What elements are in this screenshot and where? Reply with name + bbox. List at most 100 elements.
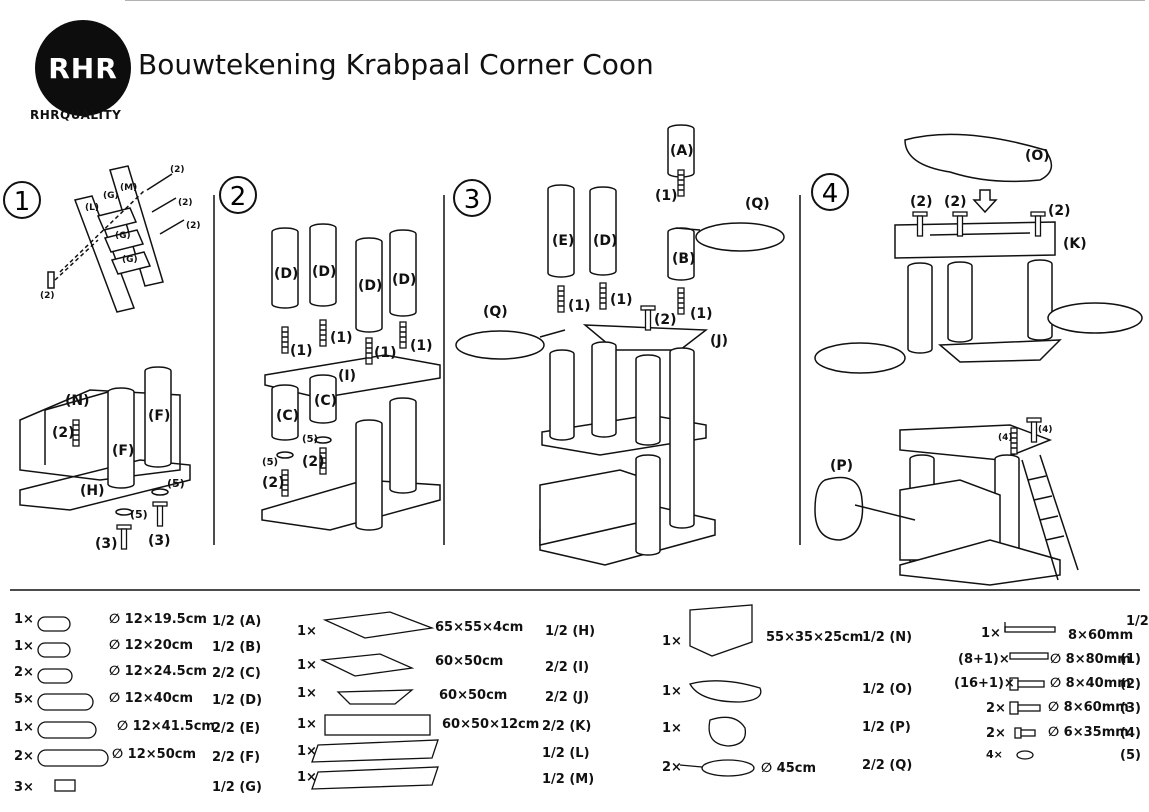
part-ref: 2/2 (E) xyxy=(212,721,261,736)
qty: 2× xyxy=(986,726,1006,741)
qty: 3× xyxy=(14,780,34,795)
svg-text:(D): (D) xyxy=(358,278,382,294)
svg-text:(L): (L) xyxy=(85,203,99,213)
svg-text:(2): (2) xyxy=(302,454,325,470)
svg-text:3: 3 xyxy=(464,185,481,215)
svg-text:(5): (5) xyxy=(262,457,278,468)
svg-text:(C): (C) xyxy=(314,393,337,409)
hardware-fraction: 1/2 xyxy=(1126,614,1149,629)
part-ref: (2) xyxy=(1120,677,1141,692)
svg-text:(2): (2) xyxy=(944,194,967,210)
qty: 1× xyxy=(662,634,682,649)
part-ref: 2/2 (I) xyxy=(545,660,590,675)
svg-text:(N): (N) xyxy=(65,393,90,409)
svg-text:(2): (2) xyxy=(262,475,285,491)
svg-text:(2): (2) xyxy=(654,312,677,328)
svg-text:(D): (D) xyxy=(274,266,298,282)
part-ref: 2/2 (K) xyxy=(542,719,592,734)
svg-text:(D): (D) xyxy=(392,272,416,288)
part-ref: 2/2 (C) xyxy=(212,666,261,681)
step-number-3: 3 xyxy=(453,179,491,217)
dimension: ∅ 8×60mm xyxy=(1048,700,1129,715)
part-ref: 1/2 (N) xyxy=(862,630,913,645)
svg-text:(3): (3) xyxy=(148,533,171,549)
svg-text:(J): (J) xyxy=(710,333,728,349)
svg-text:(4): (4) xyxy=(998,433,1013,443)
svg-text:(1): (1) xyxy=(690,306,713,322)
svg-text:(Q): (Q) xyxy=(745,196,770,212)
dimension: ∅ 12×24.5cm xyxy=(109,664,207,679)
svg-text:(2): (2) xyxy=(186,221,201,231)
svg-text:(5): (5) xyxy=(130,508,148,521)
part-labels: (L) (M) (G) (G) (G) (2) (2) (2) (2) (N) … xyxy=(40,143,1087,552)
part-ref: (1) xyxy=(1120,652,1141,667)
part-ref: 1/2 (L) xyxy=(542,746,590,761)
step-3-drawing xyxy=(455,124,785,566)
svg-text:(1): (1) xyxy=(655,188,678,204)
step-number-1: 1 xyxy=(3,181,41,219)
svg-text:(2): (2) xyxy=(52,425,75,441)
svg-text:(1): (1) xyxy=(290,343,313,359)
svg-text:(1): (1) xyxy=(568,298,591,314)
qty: 1× xyxy=(297,624,317,639)
dimension: 60×50×12cm xyxy=(442,717,540,732)
part-ref: 1/2 (G) xyxy=(212,780,262,795)
qty: 1× xyxy=(297,770,317,785)
part-ref: 2/2 (F) xyxy=(212,750,261,765)
svg-text:(2): (2) xyxy=(170,165,185,175)
svg-text:(1): (1) xyxy=(610,292,633,308)
qty: 2× xyxy=(986,701,1006,716)
svg-text:(1): (1) xyxy=(374,345,397,361)
step-2-drawing xyxy=(261,223,441,531)
qty: 1× xyxy=(14,639,34,654)
svg-text:(2): (2) xyxy=(910,194,933,210)
part-ref: 1/2 (O) xyxy=(862,682,913,697)
dimension: 60×50cm xyxy=(435,654,504,669)
svg-text:(O): (O) xyxy=(1025,148,1050,164)
svg-text:(2): (2) xyxy=(178,198,193,208)
svg-text:(C): (C) xyxy=(276,408,299,424)
svg-text:(Q): (Q) xyxy=(483,304,508,320)
svg-text:(A): (A) xyxy=(670,143,694,159)
part-ref: 2/2 (J) xyxy=(545,690,590,705)
dimension: ∅ 6×35mm xyxy=(1048,725,1129,740)
part-ref: 1/2 (M) xyxy=(542,772,595,787)
qty: 2× xyxy=(14,665,34,680)
dimension: ∅ 12×20cm xyxy=(109,638,193,653)
dimension: 65×55×4cm xyxy=(435,620,524,635)
part-ref: 2/2 (Q) xyxy=(862,758,913,773)
dimension: ∅ 45cm xyxy=(761,761,817,776)
step-4-drawing xyxy=(814,133,1143,586)
qty: 1× xyxy=(297,717,317,732)
svg-text:(2): (2) xyxy=(40,291,55,301)
qty: 1× xyxy=(297,744,317,759)
svg-text:(I): (I) xyxy=(338,368,356,384)
svg-text:(D): (D) xyxy=(312,264,336,280)
part-ref: (4) xyxy=(1120,726,1141,741)
qty: 1× xyxy=(14,720,34,735)
part-ref: (5) xyxy=(1120,748,1141,763)
qty: 1× xyxy=(981,626,1001,641)
part-ref: 1/2 (B) xyxy=(212,640,262,655)
svg-text:(1): (1) xyxy=(330,330,353,346)
dimension: 55×35×25cm xyxy=(766,630,864,645)
svg-text:1: 1 xyxy=(14,187,31,217)
svg-text:(1): (1) xyxy=(410,338,433,354)
qty: (8+1)× xyxy=(958,652,1010,667)
qty: 5× xyxy=(14,692,34,707)
svg-text:(P): (P) xyxy=(830,458,853,474)
part-ref: 1/2 (D) xyxy=(212,693,263,708)
svg-text:(G): (G) xyxy=(103,191,119,201)
svg-text:(D): (D) xyxy=(593,233,617,249)
logo-text: RHR xyxy=(48,51,118,85)
qty: 2× xyxy=(662,760,682,775)
svg-text:(M): (M) xyxy=(120,183,137,193)
svg-text:(E): (E) xyxy=(552,233,574,249)
part-ref: 1/2 (H) xyxy=(545,624,596,639)
part-ref: 1/2 (A) xyxy=(212,614,262,629)
qty: 1× xyxy=(297,658,317,673)
svg-text:(G): (G) xyxy=(122,255,138,265)
part-ref: 1/2 (P) xyxy=(862,720,911,735)
svg-text:(H): (H) xyxy=(80,483,105,499)
